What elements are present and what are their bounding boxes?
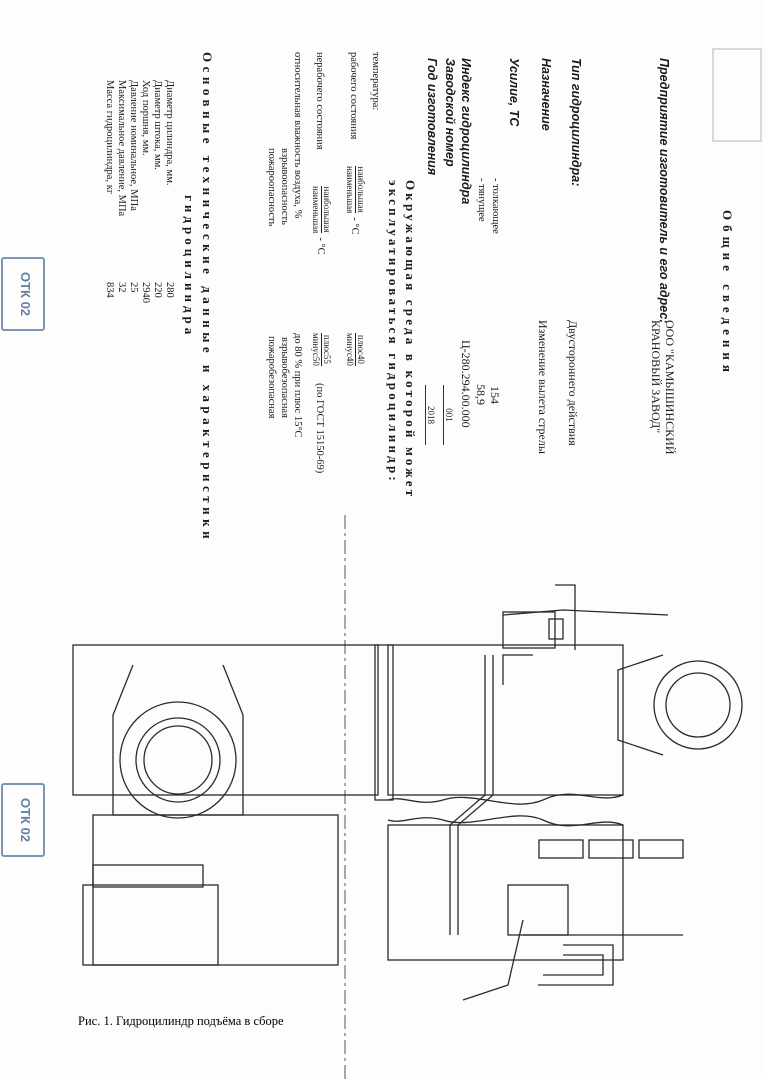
specs-heading-1: Основные технические данные и характерис… bbox=[200, 52, 215, 544]
type-label: Тип гидроцилиндра: bbox=[569, 58, 583, 187]
force-pull-label: - тянущее bbox=[476, 178, 487, 222]
figure-caption: Рис. 1. Гидроцилиндр подъёма в сборе bbox=[78, 1014, 284, 1028]
year-label: Год изготовления bbox=[425, 58, 439, 176]
spec-row-label: Масса гидроцилиндра, кг bbox=[104, 80, 115, 195]
type-value: Двустороннего действия bbox=[566, 320, 580, 446]
explosion-label: взрывоопасность bbox=[279, 148, 290, 225]
idle-low-value: минус50 bbox=[311, 333, 321, 366]
bracket-3 bbox=[538, 839, 584, 859]
rod-shank bbox=[82, 884, 219, 966]
work-highest-label: наибольшая bbox=[355, 166, 366, 214]
head-housing bbox=[72, 644, 379, 796]
purpose-label: Назначение bbox=[539, 58, 553, 131]
side-tube bbox=[457, 655, 494, 935]
bracket-2 bbox=[588, 839, 634, 859]
spec-row-label: Ход поршня, мм. bbox=[140, 80, 151, 156]
spec-row-value: 25 bbox=[128, 282, 139, 293]
idle-high-value: плюс55 bbox=[321, 333, 332, 366]
idle-lowest-label: наименьшая bbox=[311, 186, 321, 234]
manufacturer-label: Предприятие изготовитель и его адрес: bbox=[657, 58, 671, 324]
upper-eye-neck bbox=[617, 654, 664, 756]
lower-tube-a bbox=[538, 944, 614, 986]
humidity-value: до 80 % при плюс 15°С bbox=[292, 333, 303, 438]
tube-upper-c bbox=[502, 654, 533, 685]
index-value: Ц-280.294.00.000 bbox=[459, 340, 473, 428]
idle-highest-label: наибольшая bbox=[321, 186, 332, 234]
spec-row-label: Диаметр штока, мм. bbox=[152, 80, 163, 170]
work-lowest-label: наименьшая bbox=[345, 166, 355, 214]
force-label: Усилие, ТС bbox=[507, 58, 521, 127]
spec-row-value: 2940 bbox=[140, 282, 151, 303]
specs-heading-2: гидроцилиндра bbox=[182, 195, 197, 339]
fire-label: пожароопасность bbox=[266, 148, 277, 227]
cylinder-body-upper bbox=[387, 644, 624, 796]
rod-eye-outer bbox=[119, 701, 237, 819]
gost-note: (по ГОСТ 15150-69) bbox=[314, 383, 325, 474]
manufacturer-value-2: КРАНОВЫЙ ЗАВОД" bbox=[649, 320, 663, 434]
rod-eye-inner bbox=[135, 717, 221, 803]
second-view-body bbox=[92, 814, 339, 966]
force-push-label: - толкающее bbox=[490, 178, 501, 234]
work-deg-unit: - °С bbox=[348, 217, 360, 235]
humidity-label: относительная влажность воздуха, % bbox=[292, 52, 303, 219]
break-line-lower bbox=[387, 815, 624, 827]
valve-block-upper bbox=[502, 611, 556, 649]
idle-deg-unit: - °С bbox=[314, 237, 326, 255]
tube-upper-a bbox=[502, 609, 669, 616]
temp-label: температура: bbox=[370, 52, 381, 111]
spec-row-label: Диаметр цилиндра, мм. bbox=[164, 80, 175, 186]
fire-value: пожаробезопасная bbox=[266, 336, 277, 419]
index-label: Индекс гидроцилиндра bbox=[459, 58, 473, 205]
manufacturer-value-1: ООО "КАМЫШИНСКИЙ bbox=[663, 320, 677, 455]
rod-collar bbox=[92, 864, 204, 888]
break-line-upper bbox=[387, 793, 624, 805]
purpose-value: Изменение вылета стрелы bbox=[536, 320, 550, 454]
side-tube-2 bbox=[449, 655, 486, 935]
rod-eye-neck bbox=[112, 664, 244, 816]
upper-eye-inner bbox=[665, 672, 731, 738]
spec-row-label: Давление номинальное, МПа bbox=[128, 80, 139, 211]
idle-state-label: нерабочего состояния bbox=[314, 52, 325, 150]
serial-value: 001 bbox=[443, 385, 454, 445]
spec-row-value: 280 bbox=[164, 282, 175, 298]
serial-label: Заводской номер bbox=[443, 58, 457, 167]
spec-row-value: 834 bbox=[104, 282, 115, 298]
spec-row-label: Максимальное давление, МПа bbox=[116, 80, 127, 217]
work-low-value: минус40 bbox=[345, 333, 355, 366]
lower-link bbox=[462, 919, 524, 1001]
lower-tube-b bbox=[543, 954, 604, 976]
rod-eye-bore bbox=[143, 725, 213, 795]
work-state-label: рабочего состояния bbox=[348, 52, 359, 140]
upper-eye-outer bbox=[653, 660, 743, 750]
environment-heading-1: Окружающая среда в которой может bbox=[403, 180, 418, 500]
spec-row-value: 220 bbox=[152, 282, 163, 298]
valve-block-lower bbox=[507, 884, 569, 936]
work-high-value: плюс40 bbox=[355, 333, 366, 366]
force-push-value: 154 bbox=[488, 386, 502, 404]
gland-ring bbox=[374, 644, 394, 801]
valve-cap-upper bbox=[548, 618, 564, 640]
environment-heading-2: эксплуатироваться гидроцилиндр: bbox=[386, 180, 401, 484]
explosion-value: взрывобезопасная bbox=[279, 337, 290, 418]
general-heading: Общие сведения bbox=[720, 210, 735, 377]
tube-upper-b bbox=[555, 584, 576, 650]
cylinder-body-lower bbox=[387, 824, 624, 961]
cylinder-drawing bbox=[72, 515, 743, 1079]
force-pull-value: 58,9 bbox=[474, 384, 488, 405]
spec-row-value: 32 bbox=[116, 282, 127, 293]
year-value: 2018 bbox=[425, 385, 436, 445]
bracket-1 bbox=[638, 839, 684, 859]
